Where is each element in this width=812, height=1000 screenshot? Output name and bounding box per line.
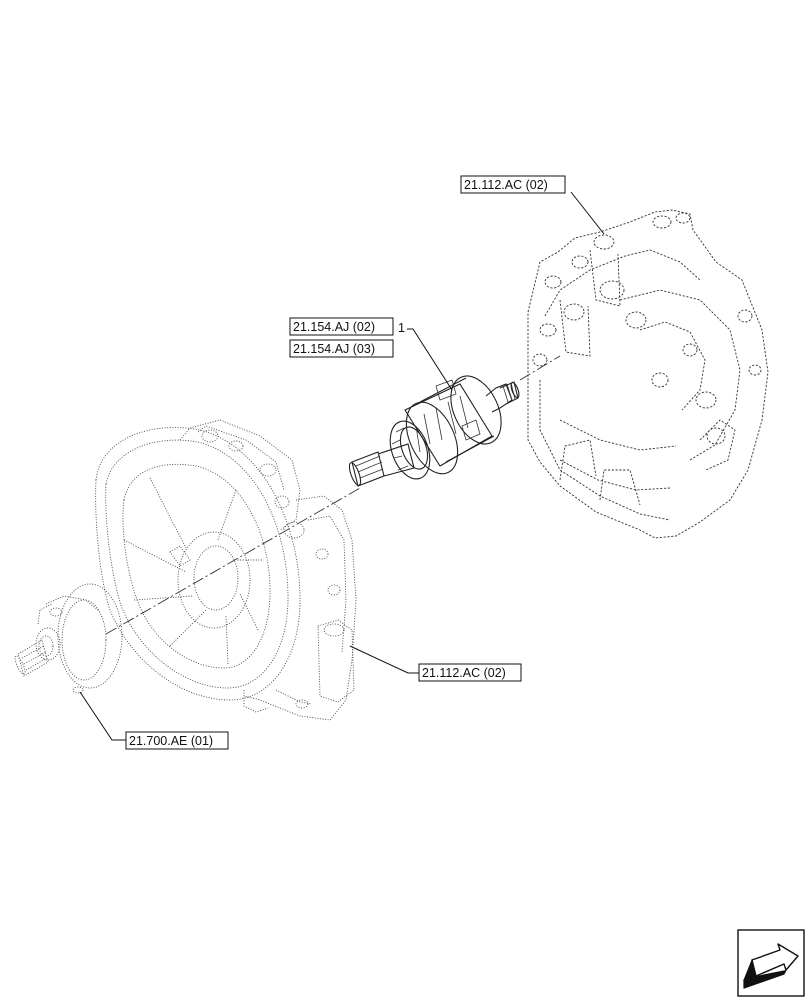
ref-box-shaft-b[interactable]: 21.154.AJ (03) bbox=[289, 339, 394, 358]
shaft-clutch-assembly bbox=[348, 375, 520, 487]
ref-label-pump: 21.700.AE (01) bbox=[129, 734, 213, 748]
callout-part-number: 1 bbox=[398, 321, 405, 335]
leader-pump bbox=[79, 691, 126, 741]
front-transmission-housing bbox=[95, 419, 357, 721]
leader-front-housing bbox=[349, 645, 419, 674]
hydraulic-pump bbox=[14, 583, 123, 694]
leader-part-1 bbox=[407, 328, 453, 391]
ref-box-shaft-a[interactable]: 21.154.AJ (02) bbox=[289, 317, 394, 336]
ref-box-front-housing[interactable]: 21.112.AC (02) bbox=[418, 663, 522, 682]
leader-rear-housing bbox=[570, 191, 605, 235]
assembly-axis-line bbox=[105, 355, 561, 635]
ref-box-pump[interactable]: 21.700.AE (01) bbox=[125, 731, 229, 750]
ref-box-rear-housing[interactable]: 21.112.AC (02) bbox=[460, 175, 566, 194]
next-page-arrow-icon[interactable] bbox=[737, 929, 805, 997]
ref-label-shaft-b: 21.154.AJ (03) bbox=[293, 342, 375, 356]
rear-transmission-housing bbox=[527, 209, 769, 539]
ref-label-front-housing: 21.112.AC (02) bbox=[422, 666, 506, 680]
ref-label-shaft-a: 21.154.AJ (02) bbox=[293, 320, 375, 334]
ref-label-rear-housing: 21.112.AC (02) bbox=[464, 178, 548, 192]
